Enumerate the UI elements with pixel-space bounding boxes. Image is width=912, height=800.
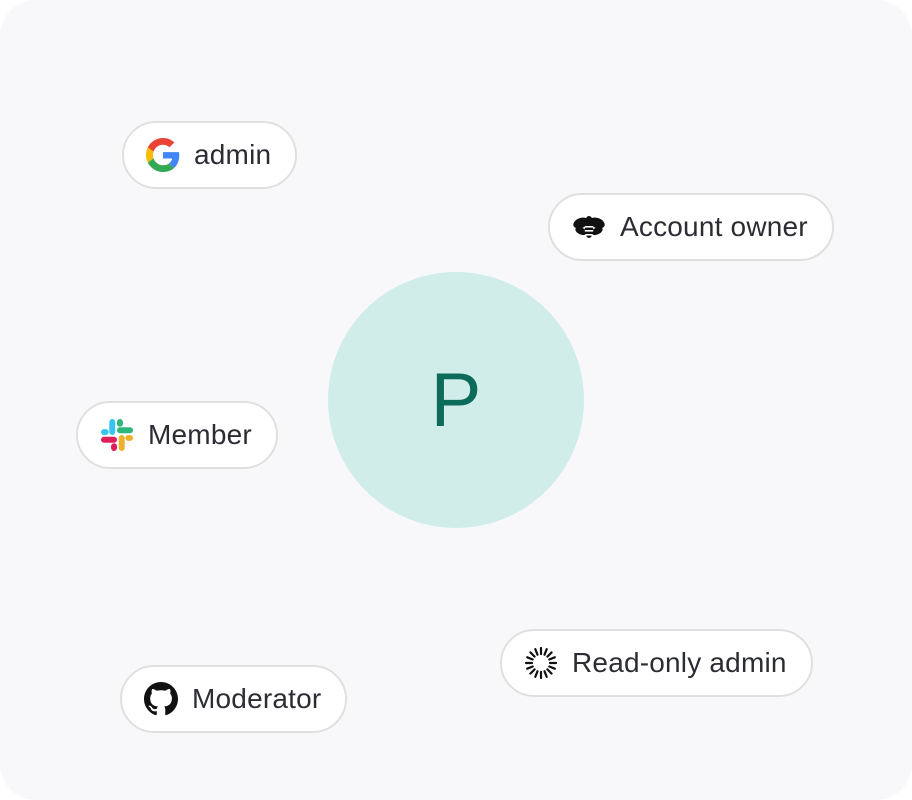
google-icon — [146, 138, 180, 172]
avatar-initial: P — [430, 358, 482, 443]
role-badge-read-only-admin[interactable]: Read-only admin — [500, 629, 813, 697]
sunburst-icon — [524, 646, 558, 680]
role-label: Member — [148, 419, 252, 450]
slack-icon — [100, 418, 134, 452]
role-badge-slack-member[interactable]: Member — [76, 401, 278, 469]
github-icon — [144, 682, 178, 716]
user-avatar: P — [328, 272, 584, 528]
role-label: Moderator — [192, 683, 322, 714]
bee-icon — [572, 210, 606, 244]
role-badge-google-admin[interactable]: admin — [122, 121, 298, 189]
role-label: Read-only admin — [572, 647, 787, 678]
role-label: admin — [194, 139, 272, 170]
role-badge-github-moderator[interactable]: Moderator — [120, 665, 348, 733]
role-badge-account-owner[interactable]: Account owner — [548, 193, 834, 261]
role-label: Account owner — [620, 211, 808, 242]
